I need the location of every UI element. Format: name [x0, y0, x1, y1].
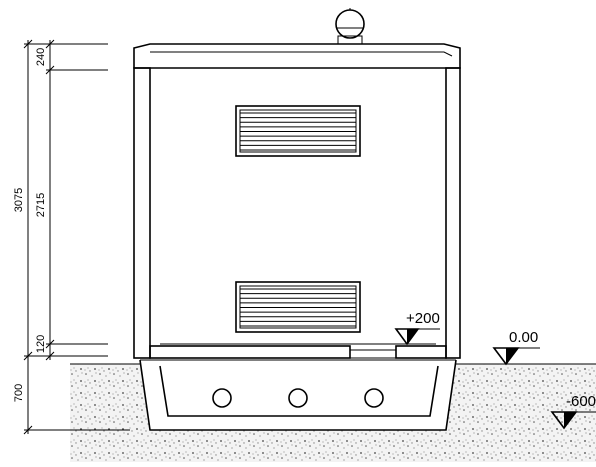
- level-ground-label: 0.00: [509, 329, 538, 346]
- dimension-chain: 3075 240 2715 120 700: [13, 39, 130, 435]
- right-wall: [445, 67, 461, 359]
- roof-ventilator: [335, 8, 365, 45]
- dim-floor-thickness: 120: [35, 335, 47, 353]
- cable-entry-hole: [364, 388, 384, 408]
- louvre-upper: [235, 105, 361, 157]
- roof-slab: [133, 43, 461, 69]
- foundation-inner-wall: [159, 365, 439, 417]
- left-wall: [133, 67, 151, 359]
- floor-slab-right: [395, 345, 447, 359]
- level-foundation-label: -600: [566, 393, 596, 410]
- level-floor-label: +200: [406, 310, 440, 327]
- level-marker-floor: +200: [394, 310, 440, 346]
- dim-interior-height: 2715: [35, 193, 47, 217]
- cable-entry-hole: [288, 388, 308, 408]
- soil-ground: [70, 363, 596, 462]
- dim-roof-thickness: 240: [35, 48, 47, 66]
- floor-slab-left: [149, 345, 351, 359]
- foundation-outer-wall: [139, 359, 457, 431]
- level-marker-foundation: -600: [550, 393, 596, 430]
- building-section: [133, 8, 461, 359]
- cable-entry-hole: [212, 388, 232, 408]
- floor-opening: [349, 349, 397, 359]
- level-marker-ground: 0.00: [492, 329, 540, 366]
- louvre-lower: [235, 281, 361, 333]
- foundation: [139, 359, 457, 431]
- dim-foundation-depth: 700: [13, 384, 25, 402]
- dim-total-height: 3075: [13, 188, 25, 212]
